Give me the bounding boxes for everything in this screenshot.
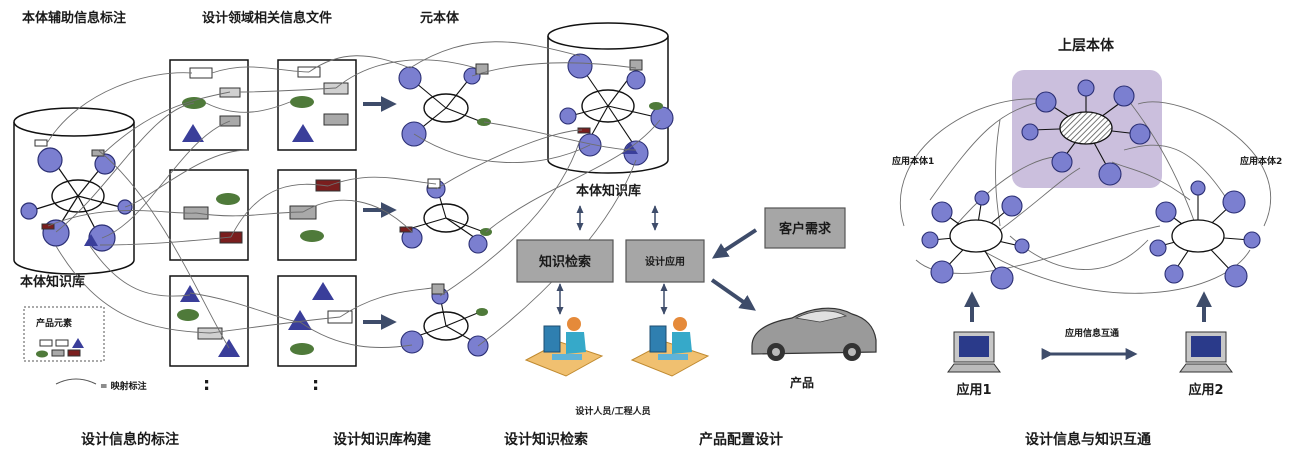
domain-file-box-2: [277, 169, 357, 261]
kb-access-arrows: [556, 205, 668, 315]
kb-left-label: 本体知识库: [20, 274, 85, 290]
kb-left-cylinder: [13, 107, 135, 275]
annotation-box-3: [169, 275, 249, 367]
section-title-kb-build: 设计知识库构建: [333, 431, 431, 448]
meta-ontology-header: 元本体: [420, 10, 460, 26]
meta-ontology-1: [398, 63, 491, 147]
customer-demand-label: 客户需求: [779, 221, 832, 237]
kb-right-cylinder: [547, 22, 674, 174]
domain-file-box-1: [277, 59, 357, 151]
section-title-annotation: 设计信息的标注: [81, 431, 179, 448]
app2-label: 应用2: [1188, 382, 1223, 398]
annotation-box-1: [169, 59, 249, 151]
computer-app2-icon: [1179, 331, 1233, 373]
annotation-header: 本体辅助信息标注: [22, 10, 126, 26]
legend-mapping-line: [55, 378, 97, 385]
knowledge-search-box: 知识检索: [516, 239, 614, 283]
app-ontology-1-label: 应用本体1: [892, 155, 934, 167]
domain-files-header: 设计领域相关信息文件: [202, 10, 332, 26]
computer-app1-icon: [947, 331, 1001, 373]
legend-title: 产品元素: [36, 317, 72, 329]
design-apply-label: 设计应用: [645, 255, 685, 268]
meta-ontology-3: [400, 283, 489, 357]
kb-right-label: 本体知识库: [576, 183, 641, 199]
app-info-exchange-label: 应用信息互通: [1065, 327, 1119, 339]
section-title-exchange: 设计信息与知识互通: [1025, 431, 1151, 448]
product-car-image: [751, 307, 877, 361]
legend-box: [23, 306, 105, 362]
ellipsis-col2: :: [203, 374, 210, 395]
upper-ontology-label: 上层本体: [1058, 37, 1115, 54]
legend-mapping-label: = 映射标注: [100, 380, 147, 392]
designers-label: 设计人员/工程人员: [575, 405, 650, 417]
app-ontology-2-label: 应用本体2: [1240, 155, 1282, 167]
app-ontology-2: [1149, 180, 1261, 288]
app-up-arrows: [964, 291, 1212, 322]
ellipsis-col3: :: [312, 374, 319, 395]
build-arrows: [363, 96, 397, 330]
section-title-config: 产品配置设计: [699, 431, 783, 448]
knowledge-search-label: 知识检索: [539, 254, 591, 270]
meta-ontology-2: [399, 178, 492, 254]
domain-file-box-3: [277, 275, 357, 367]
config-arrows: [710, 228, 758, 311]
upper-ontology-star: [1021, 79, 1151, 186]
mapping-lines: [46, 41, 661, 349]
app-ontology-1: [921, 190, 1030, 290]
designer-workstation-1: [524, 317, 604, 377]
app1-label: 应用1: [956, 382, 991, 398]
product-label: 产品: [790, 375, 814, 390]
design-apply-box: 设计应用: [625, 239, 705, 283]
section-title-search: 设计知识检索: [504, 431, 588, 448]
designer-workstation-2: [630, 317, 710, 377]
customer-demand-box: 客户需求: [764, 207, 846, 249]
